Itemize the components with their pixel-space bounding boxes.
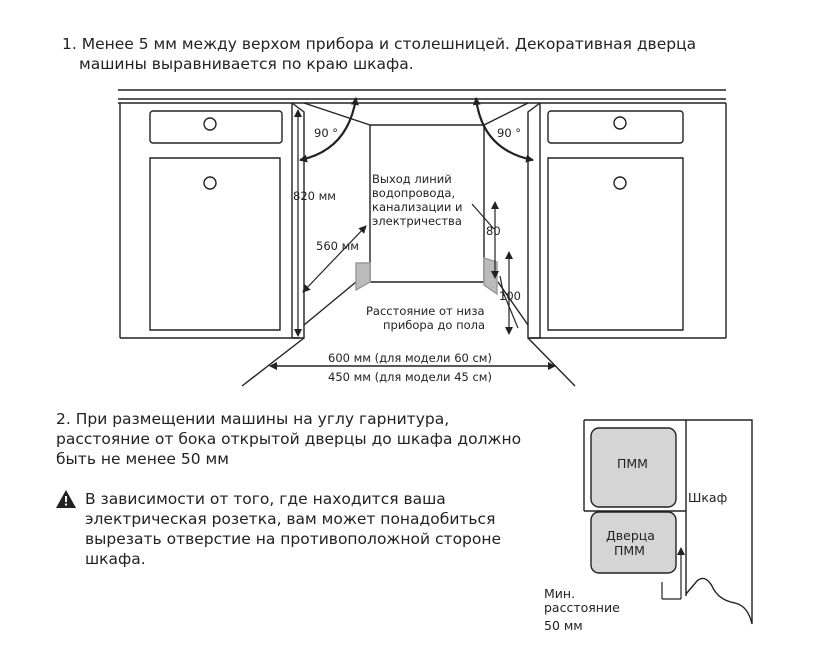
outlet-label-2: водопровода, bbox=[372, 186, 455, 200]
warning-line3: вырезать отверстие на противоположной ст… bbox=[85, 530, 502, 548]
door-label-1: Дверца bbox=[606, 528, 655, 543]
dishwasher-label: ПММ bbox=[617, 456, 648, 471]
outlet-label-1: Выход линий bbox=[372, 172, 452, 186]
floor-label-2: прибора до пола bbox=[383, 318, 485, 332]
dishwasher-box bbox=[590, 427, 677, 508]
left-door-angle-arc bbox=[299, 97, 359, 163]
min-label-1: Мин. bbox=[544, 586, 575, 601]
side-small-dimensions bbox=[471, 201, 519, 335]
left-cabinet bbox=[119, 103, 300, 339]
min-label-3: 50 мм bbox=[544, 618, 583, 633]
corner-diagram bbox=[583, 419, 753, 625]
niche-labels: 90 ° 90 ° 820 мм 560 мм Выход линий водо… bbox=[293, 126, 521, 384]
niche-diagram bbox=[118, 89, 727, 387]
corner-labels: ПММ Дверца ПММ Шкаф Мин. расстояние 50 м… bbox=[544, 456, 727, 633]
step2-line2: расстояние от бока открытой дверцы до шк… bbox=[56, 430, 522, 448]
step2-line3: быть не менее 50 мм bbox=[56, 450, 229, 468]
warning-triangle-icon bbox=[56, 490, 76, 508]
outlet-label-3: канализации и bbox=[372, 200, 462, 214]
right-cabinet bbox=[530, 103, 727, 339]
warning-line2: электрическая розетка, вам может понадоб… bbox=[85, 510, 496, 528]
height-label: 820 мм bbox=[293, 189, 336, 203]
outlet-left bbox=[355, 262, 371, 292]
dishwasher-door-box bbox=[590, 511, 677, 574]
dim-100-label: 100 bbox=[499, 289, 521, 303]
cabinet-label: Шкаф bbox=[688, 490, 727, 505]
depth-label: 560 мм bbox=[316, 239, 359, 253]
right-door-angle-arc bbox=[472, 97, 534, 163]
min-label-2: расстояние bbox=[544, 600, 620, 615]
step1-line2: машины выравнивается по краю шкафа. bbox=[79, 55, 414, 73]
cabinet-outline bbox=[584, 419, 753, 625]
floor-label-1: Расстояние от низа bbox=[366, 304, 485, 318]
step1-line1: 1. Менее 5 мм между верхом прибора и сто… bbox=[62, 35, 697, 53]
left-door-panel bbox=[291, 102, 305, 339]
dim-80-label: 80 bbox=[486, 224, 501, 238]
right-angle-label: 90 ° bbox=[497, 126, 521, 140]
depth-dimension bbox=[302, 225, 367, 293]
step2-line1: 2. При размещении машины на углу гарниту… bbox=[56, 410, 450, 428]
width-45-label: 450 мм (для модели 45 см) bbox=[328, 370, 492, 384]
door-label-2: ПММ bbox=[614, 543, 645, 558]
warning-line1: В зависимости от того, где находится ваш… bbox=[85, 490, 446, 508]
outlet-label-4: электричества bbox=[372, 214, 462, 228]
countertop bbox=[118, 89, 726, 104]
right-door-panel bbox=[527, 102, 541, 339]
left-angle-label: 90 ° bbox=[314, 126, 338, 140]
width-60-label: 600 мм (для модели 60 см) bbox=[328, 351, 492, 365]
warning-line4: шкафа. bbox=[85, 550, 146, 568]
